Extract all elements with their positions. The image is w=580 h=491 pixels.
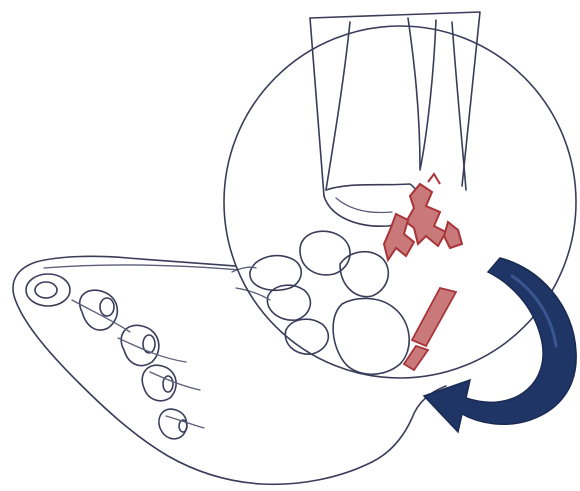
fifth-toe bbox=[159, 409, 187, 439]
toes bbox=[26, 274, 204, 439]
third-toe bbox=[121, 325, 159, 365]
second-toe bbox=[80, 290, 118, 330]
fourth-toe bbox=[142, 365, 176, 401]
big-toe bbox=[26, 274, 70, 306]
magnifier-background bbox=[224, 26, 576, 378]
second-toe-nail bbox=[100, 298, 114, 316]
big-toe-nail bbox=[35, 282, 57, 298]
